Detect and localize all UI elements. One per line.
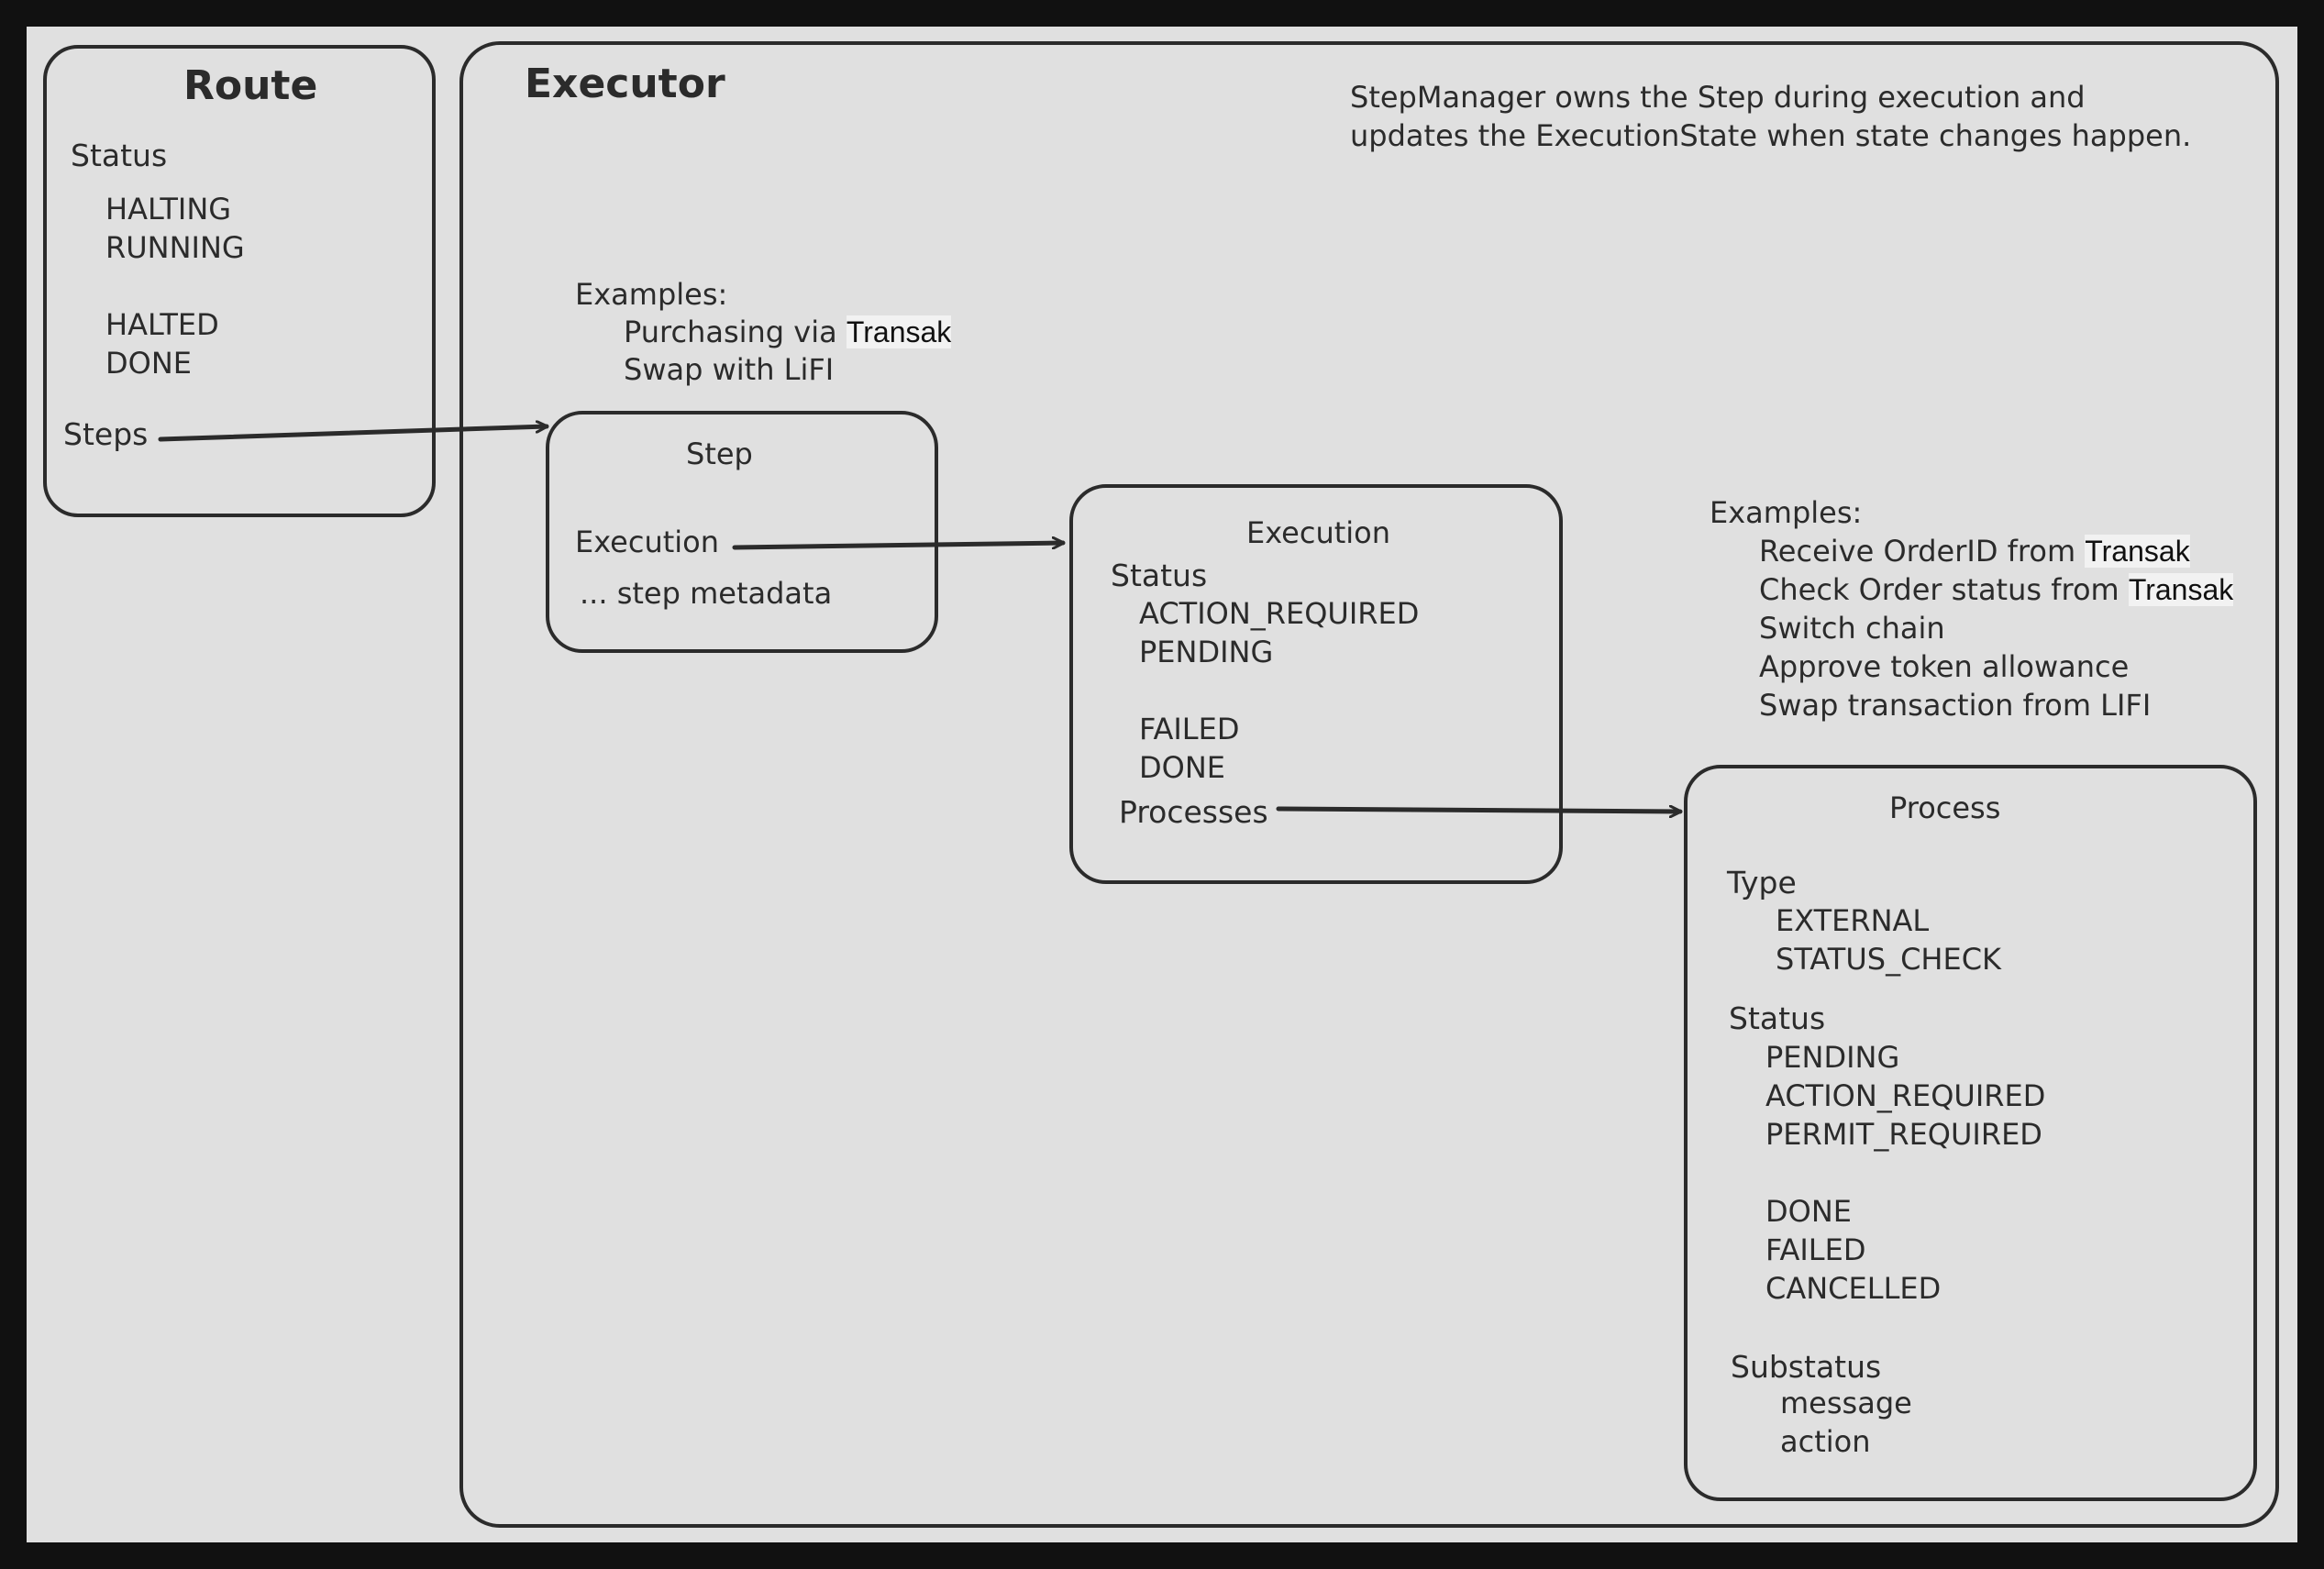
step-metadata-label: ... step metadata	[580, 576, 833, 611]
process-substatus-list: message action	[1780, 1387, 1912, 1464]
transak-brand: Transak	[2128, 573, 2234, 606]
process-example-text: Check Order status from	[1759, 572, 2129, 607]
process-type-value: STATUS_CHECK	[1776, 942, 2002, 977]
executor-title: Executor	[525, 61, 725, 107]
process-status-value: ACTION_REQUIRED	[1765, 1078, 2046, 1113]
process-status-list: PENDING ACTION_REQUIRED PERMIT_REQUIRED …	[1765, 1041, 2045, 1310]
process-status-value: DONE	[1765, 1194, 1852, 1229]
process-status-label: Status	[1729, 1000, 1826, 1036]
process-example-switch-chain: Switch chain	[1759, 611, 1945, 646]
route-box	[43, 45, 436, 517]
route-status-value: HALTING	[105, 192, 232, 227]
executor-note-line: updates the ExecutionState when state ch…	[1350, 118, 2192, 153]
transak-brand: Transak	[846, 315, 952, 348]
process-type-value: EXTERNAL	[1776, 903, 1930, 938]
process-status-value: PENDING	[1765, 1040, 1900, 1075]
process-example-swap: Swap transaction from LIFI	[1759, 688, 2152, 723]
route-status-value: DONE	[105, 346, 192, 381]
step-examples-heading: Examples:	[575, 277, 728, 312]
process-example-text: Receive OrderID from	[1759, 534, 2086, 569]
step-example-text: Purchasing via	[624, 315, 847, 349]
transak-brand: Transak	[2085, 535, 2190, 568]
process-status-value: CANCELLED	[1765, 1271, 1942, 1306]
process-examples-list: Receive OrderID from Transak Check Order…	[1759, 532, 2234, 724]
process-title: Process	[1889, 790, 2001, 825]
processes-to-process-arrow	[1276, 809, 1683, 812]
execution-link-arrow	[732, 543, 1066, 550]
execution-status-value: PENDING	[1139, 635, 1274, 669]
step-execution-label: Execution	[575, 525, 720, 559]
diagram-shapes	[43, 41, 2279, 1528]
route-title: Route	[183, 62, 318, 109]
execution-processes-label: Processes	[1119, 794, 1268, 830]
process-type-label: Type	[1727, 865, 1797, 901]
execution-title: Execution	[1246, 515, 1391, 550]
executor-box	[459, 41, 2279, 1528]
process-example-status: Check Order status from Transak	[1759, 570, 2234, 609]
process-examples-heading: Examples:	[1710, 495, 1863, 530]
process-substatus-value: message	[1780, 1386, 1912, 1420]
execution-status-value: FAILED	[1139, 712, 1240, 746]
execution-box	[1069, 484, 1563, 884]
execution-status-value: DONE	[1139, 750, 1225, 785]
execution-status-list: ACTION_REQUIRED PENDING FAILED DONE	[1139, 597, 1419, 790]
executor-note: StepManager owns the Step during executi…	[1350, 78, 2191, 155]
steps-to-step-arrow	[158, 426, 549, 442]
route-status-value: RUNNING	[105, 230, 245, 265]
process-substatus-value: action	[1780, 1424, 1871, 1459]
execution-status-label: Status	[1111, 558, 1208, 593]
process-status-value: FAILED	[1765, 1232, 1866, 1267]
executor-note-line: StepManager owns the Step during executi…	[1350, 80, 2086, 115]
diagram-canvas: Route Status HALTING RUNNING HALTED DONE…	[27, 27, 2297, 1542]
route-status-label: Status	[71, 138, 168, 173]
step-example-transak: Purchasing via Transak	[624, 315, 952, 349]
process-type-list: EXTERNAL STATUS_CHECK	[1776, 904, 2001, 981]
route-status-value: HALTED	[105, 307, 219, 342]
process-status-value: PERMIT_REQUIRED	[1765, 1117, 2042, 1152]
process-box	[1684, 765, 2257, 1501]
process-example-orderid: Receive OrderID from Transak	[1759, 532, 2233, 570]
process-example-allowance: Approve token allowance	[1759, 649, 2130, 684]
route-steps-label: Steps	[63, 416, 149, 452]
step-title: Step	[686, 436, 753, 471]
route-status-list: HALTING RUNNING HALTED DONE	[105, 193, 245, 385]
step-example-lifi: Swap with LiFI	[624, 352, 835, 387]
process-substatus-label: Substatus	[1731, 1349, 1882, 1385]
step-box	[546, 411, 938, 653]
execution-status-value: ACTION_REQUIRED	[1139, 596, 1420, 631]
